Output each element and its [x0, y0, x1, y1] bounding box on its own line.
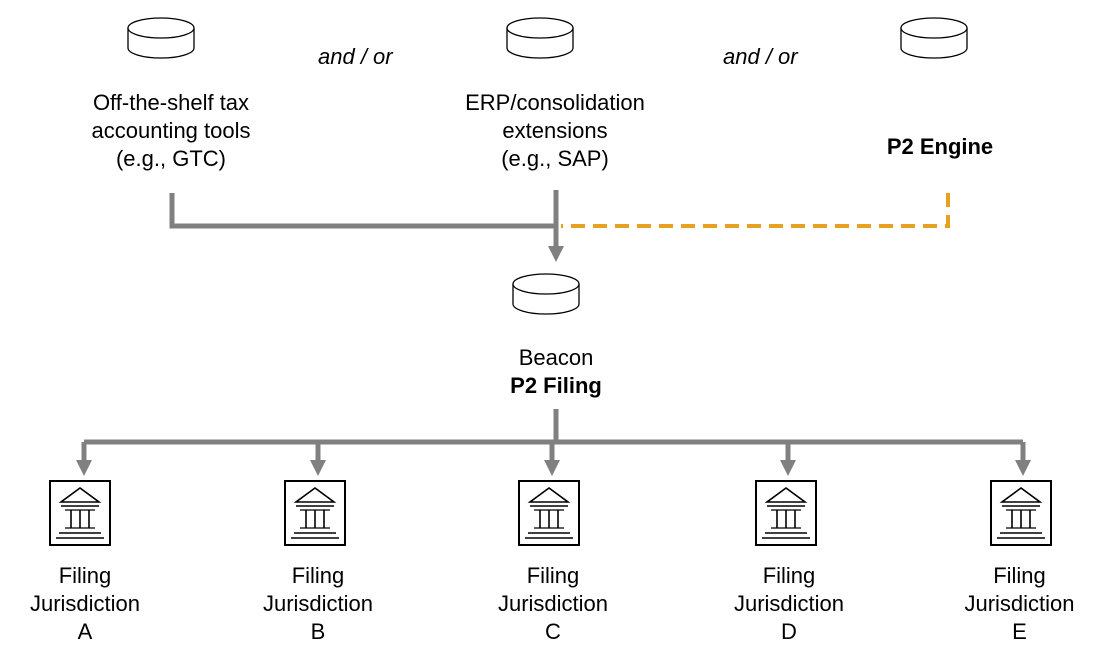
hub-label: Beacon P2 Filing — [456, 344, 656, 400]
source-label-p2-engine: P2 Engine — [820, 133, 1060, 161]
hub-label-p2-filing: P2 Filing — [510, 373, 602, 398]
jurisdiction-letter: B — [310, 619, 326, 644]
government-building-icon-a — [49, 480, 111, 546]
jurisdiction-label-e: Filing Jurisdiction E — [942, 562, 1097, 646]
jurisdiction-line: Filing — [993, 563, 1046, 588]
jurisdiction-line: Jurisdiction — [733, 591, 845, 616]
source-label-line: (e.g., GTC) — [115, 146, 226, 171]
connector-tax-tools — [169, 193, 556, 229]
government-building-icon-e — [990, 480, 1052, 546]
source-label-erp: ERP/consolidation extensions (e.g., SAP) — [405, 89, 705, 173]
government-building-icon-b — [284, 480, 346, 546]
jurisdiction-line: Filing — [291, 563, 345, 588]
database-icon-p2-engine — [900, 17, 968, 59]
hub-label-beacon: Beacon — [518, 345, 594, 370]
government-building-icon-c — [518, 480, 580, 546]
database-icon-beacon — [512, 273, 580, 315]
jurisdiction-letter: C — [545, 619, 561, 644]
source-label-line: P2 Engine — [886, 134, 994, 159]
and-or-label-1: and / or — [318, 44, 393, 69]
jurisdiction-line: Jurisdiction — [964, 591, 1075, 616]
source-label-line: (e.g., SAP) — [501, 146, 609, 171]
jurisdiction-letter: E — [1012, 619, 1027, 644]
government-building-icon-d — [755, 480, 817, 546]
jurisdiction-label-d: Filing Jurisdiction D — [709, 562, 869, 646]
source-label-line: accounting tools — [91, 118, 251, 143]
jurisdiction-line: Jurisdiction — [262, 591, 374, 616]
jurisdiction-line: Jurisdiction — [497, 591, 609, 616]
jurisdiction-letter: A — [77, 619, 93, 644]
jurisdiction-letter: D — [781, 619, 797, 644]
database-icon-tax-tools — [127, 17, 195, 59]
database-icon-erp — [506, 17, 574, 59]
jurisdiction-line: Filing — [762, 563, 816, 588]
jurisdiction-line: Filing — [526, 563, 580, 588]
jurisdiction-label-b: Filing Jurisdiction B — [238, 562, 398, 646]
jurisdiction-label-c: Filing Jurisdiction C — [473, 562, 633, 646]
jurisdiction-line: Jurisdiction — [29, 591, 141, 616]
source-label-line: ERP/consolidation — [465, 90, 645, 115]
source-label-line: Off-the-shelf tax — [92, 90, 250, 115]
connector-p2-engine-dashed — [561, 193, 950, 228]
and-or-label-2: and / or — [723, 44, 798, 69]
source-label-line: extensions — [502, 118, 608, 143]
jurisdiction-label-a: Filing Jurisdiction A — [5, 562, 165, 646]
source-label-tax-tools: Off-the-shelf tax accounting tools (e.g.… — [26, 89, 316, 173]
jurisdiction-line: Filing — [58, 563, 112, 588]
